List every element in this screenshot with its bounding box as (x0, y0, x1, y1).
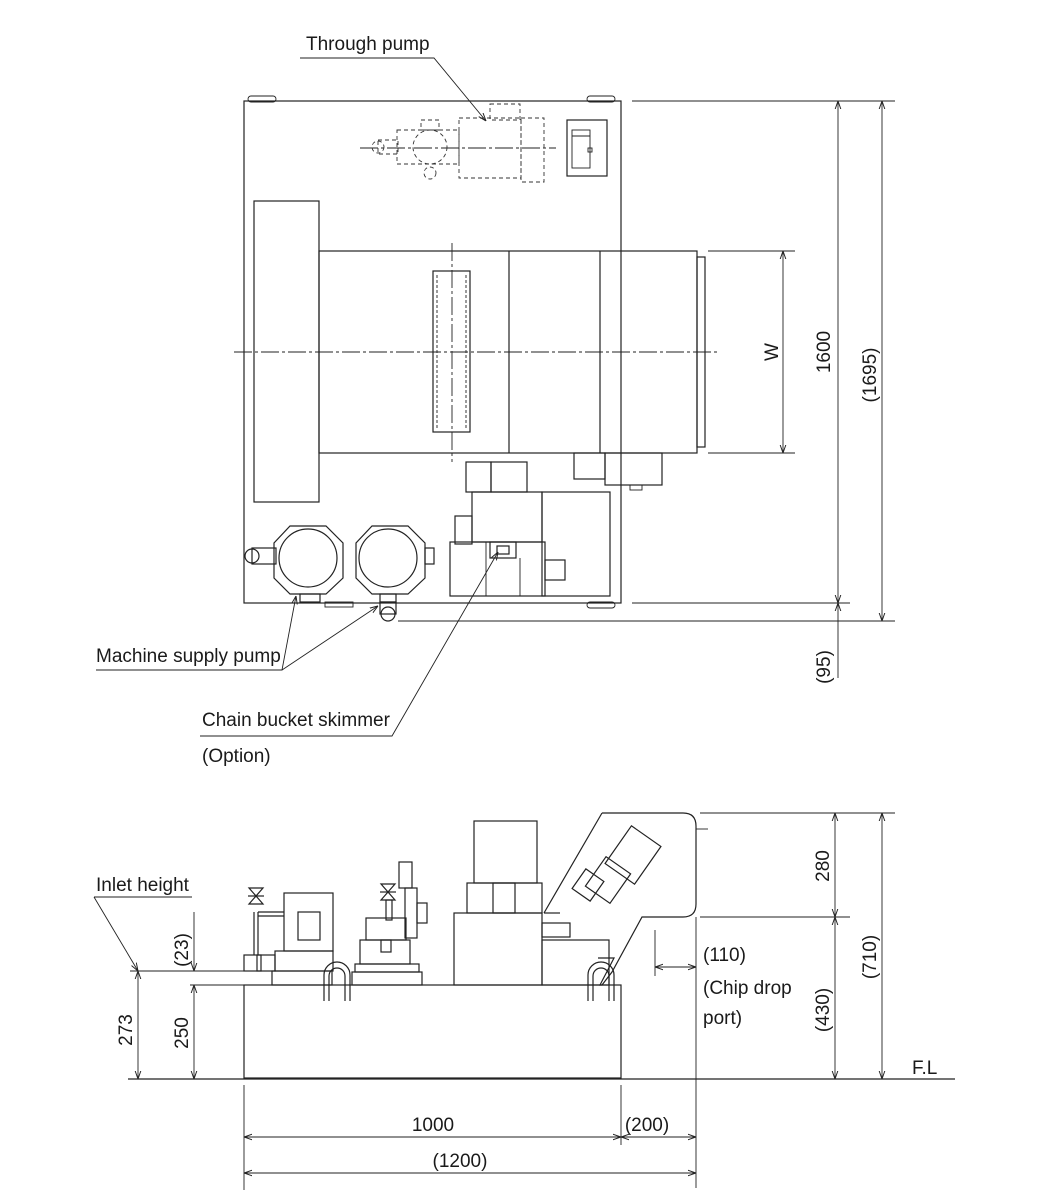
dim-width-w: W (762, 343, 783, 361)
machine-supply-pump-2 (324, 525, 435, 622)
dim-height-280: 280 (813, 850, 834, 882)
label-chip-drop-port-1: (Chip drop (703, 978, 792, 999)
skimmer-plan (449, 452, 663, 597)
dim-length-1200: (1200) (433, 1151, 488, 1172)
label-chip-drop-port-2: port) (703, 1008, 742, 1029)
through-pump (360, 103, 556, 183)
machine-supply-pump-1 (244, 525, 344, 603)
chip-conveyor-plan (234, 200, 718, 503)
dim-height-710: (710) (860, 935, 881, 979)
conveyor-side (543, 812, 708, 986)
dim-depth-1600: 1600 (814, 331, 835, 373)
label-chain-bucket-skimmer: Chain bucket skimmer (202, 710, 391, 731)
dim-offset-95: (95) (814, 650, 835, 684)
label-inlet-height: Inlet height (96, 875, 190, 896)
skimmer-side (453, 820, 610, 986)
dim-height-430: (430) (813, 988, 834, 1032)
dim-tank-250: 250 (172, 1017, 193, 1049)
label-machine-supply-pump: Machine supply pump (96, 646, 281, 667)
dim-chip-drop-110: (110) (703, 945, 746, 966)
pump-2-side (351, 861, 428, 986)
dim-length-1000: 1000 (412, 1115, 454, 1136)
lifting-lug (586, 601, 616, 609)
control-box-plan (566, 119, 608, 177)
plan-view (96, 57, 895, 737)
tank-side (243, 984, 622, 1079)
lifting-lug (247, 95, 277, 103)
lifting-lug (586, 95, 616, 103)
label-floor-level: F.L (912, 1058, 937, 1079)
side-view (93, 812, 955, 1190)
dim-length-200: (200) (625, 1115, 669, 1136)
dim-inlet-23: (23) (172, 933, 193, 967)
pump-1-side (243, 887, 334, 986)
label-option: (Option) (202, 746, 271, 767)
dim-depth-1695: (1695) (860, 348, 881, 403)
label-through-pump: Through pump (306, 34, 430, 55)
dim-inlet-273: 273 (116, 1014, 137, 1046)
